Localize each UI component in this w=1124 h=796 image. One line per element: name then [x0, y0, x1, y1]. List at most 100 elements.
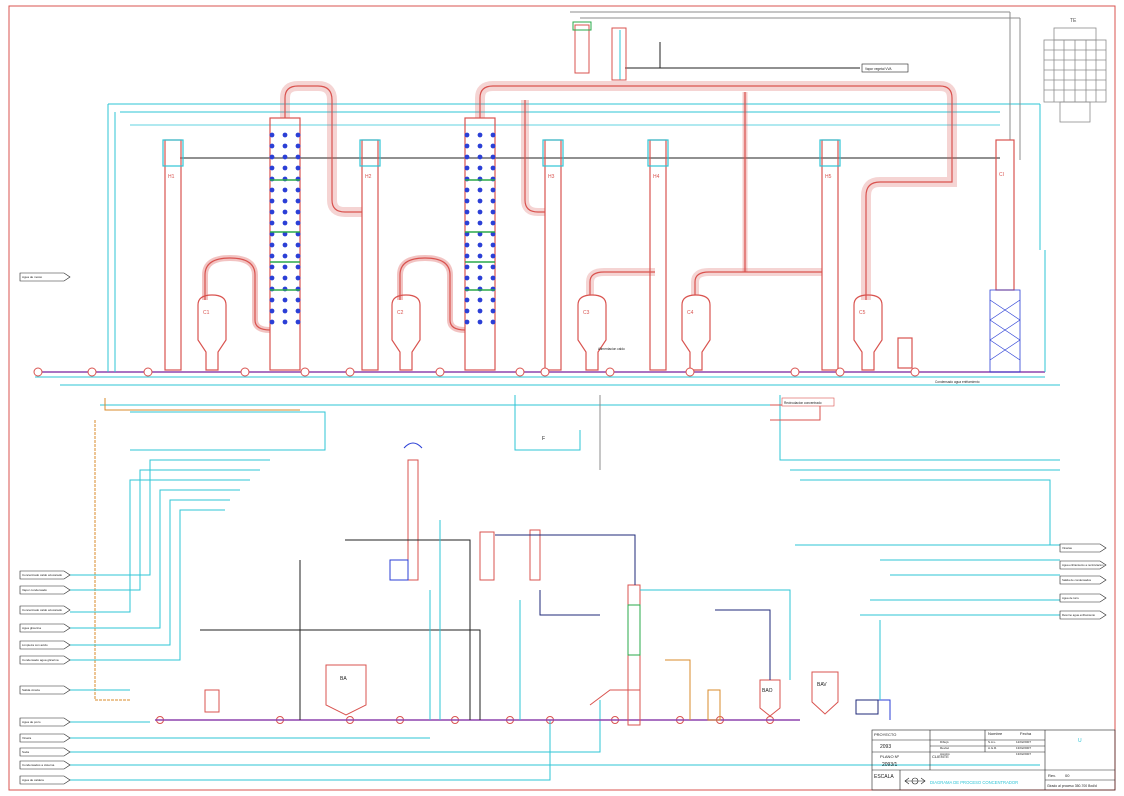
- tray-dot: [295, 143, 301, 149]
- rev-value: 00: [1065, 773, 1070, 778]
- tray-dot: [295, 319, 301, 325]
- misc-labels: Vapor vegetal VVA Recirculacion concentr…: [340, 63, 980, 694]
- tray-dot: [490, 209, 496, 215]
- separator-c1: [197, 294, 227, 371]
- tray-dot: [477, 297, 483, 303]
- vapor-out-label: Vapor vegetal VVA: [865, 67, 892, 71]
- left-stream-text: Vinaza: [22, 736, 31, 740]
- separator-c4: [681, 294, 711, 371]
- tray-dot: [269, 308, 275, 314]
- col1: S.A.L.: [988, 740, 996, 744]
- label-c3: C3: [583, 310, 590, 316]
- tray-dot: [477, 275, 483, 281]
- tray-dot: [269, 319, 275, 325]
- tank-bav: [811, 671, 839, 715]
- tray-dot: [464, 319, 470, 325]
- tray-dot: [464, 308, 470, 314]
- pump-icon: [540, 367, 550, 377]
- left-stream-text: Concentrado caldo azucarado: [22, 608, 62, 612]
- proyecto-value: 2093: [880, 744, 891, 750]
- tray-dot: [282, 275, 288, 281]
- bav-label: BAV: [817, 682, 827, 688]
- tray-dot: [295, 220, 301, 226]
- left-stream-text: Limpieza con acido: [22, 643, 48, 647]
- tray-dot: [269, 143, 275, 149]
- tray-dot: [464, 143, 470, 149]
- plano-value: 2093/1: [882, 762, 898, 768]
- label-h2: H2: [365, 174, 372, 180]
- tray-dot: [464, 253, 470, 259]
- left-stream-label: Salida vinaza: [19, 685, 71, 695]
- left-stream-label: Vinaza: [19, 733, 71, 743]
- tray-dot: [282, 220, 288, 226]
- fecha-3: 13/02/2007: [1016, 752, 1031, 756]
- tray-dot: [295, 209, 301, 215]
- left-stream-label: Condensado agua glicerina: [19, 655, 71, 665]
- left-stream-text: Salida vinaza: [22, 688, 40, 692]
- plano-label: PLANO Nº: [880, 754, 900, 759]
- label-c2: C2: [397, 310, 404, 316]
- left-stream-text: Vapor condensado: [22, 588, 47, 592]
- tank-ba: [325, 664, 367, 716]
- tray-dot: [282, 297, 288, 303]
- equipment-labels: C1 C2 C3 C4 C5 H1 H2 H3 H4 H5 CI: [168, 172, 1004, 316]
- tray-dot: [490, 308, 496, 314]
- tray-dot: [295, 297, 301, 303]
- tray-dot: [295, 264, 301, 270]
- reviso-label: Revisó: [940, 746, 950, 750]
- separator-c2: [391, 294, 421, 371]
- tray-dot: [295, 198, 301, 204]
- tank-bao: [759, 679, 781, 717]
- cooling-tower: [1043, 27, 1107, 123]
- left-stream-label: Soda: [19, 747, 71, 757]
- tray-dot: [269, 242, 275, 248]
- left-stream-text: Condensado agua glicerina: [22, 658, 59, 662]
- left-stream-label: Agua de pozo: [19, 717, 71, 727]
- pump-icon: [300, 367, 310, 377]
- right-stream-text: Salida de condensados: [1062, 578, 1092, 582]
- tray-dot: [477, 264, 483, 270]
- tray-dot: [464, 242, 470, 248]
- left-stream-text: Agua glicerina: [22, 626, 41, 630]
- nombre-label: Nombre: [988, 731, 1003, 736]
- tray-dot: [282, 132, 288, 138]
- pump-icon: [685, 367, 695, 377]
- proyecto-label: PROYECTO: [874, 732, 896, 737]
- tray-dot: [490, 319, 496, 325]
- pump-icon: [143, 367, 153, 377]
- tray-dot: [269, 231, 275, 237]
- tray-dot: [269, 209, 275, 215]
- left-stream-label: Vapor condensado: [19, 585, 71, 595]
- tray-dot: [464, 209, 470, 215]
- tray-dot: [282, 319, 288, 325]
- tray-dot: [490, 242, 496, 248]
- tray-dot: [464, 264, 470, 270]
- left-stream-text: Soda: [22, 750, 29, 754]
- tray-dot: [295, 308, 301, 314]
- right-stream-label: Retorno agua enfriamiento: [1059, 610, 1107, 620]
- title-block-text: PROYECTO 2093 PLANO Nº 2093/1 ESCALA CLI…: [874, 731, 1097, 788]
- pump-icon: [790, 367, 800, 377]
- right-stream-text: Agua enfriamiento a recirculacion: [1062, 563, 1104, 567]
- tray-dot: [464, 297, 470, 303]
- tray-dot: [464, 220, 470, 226]
- left-stream-text: Agua de pozo: [22, 720, 41, 724]
- cond-label: Condensado agua enfriamiento: [935, 380, 980, 384]
- pump-icon: [605, 367, 615, 377]
- tray-dot: [269, 264, 275, 270]
- tray-dot: [282, 187, 288, 193]
- label-h4: H4: [653, 174, 660, 180]
- tray-dot: [477, 154, 483, 160]
- feed-label: Alimentacion caldo: [598, 347, 625, 351]
- tray-dot: [295, 275, 301, 281]
- right-stream-label: Agua enfriamiento a recirculacion: [1059, 560, 1107, 570]
- pump-icon: [835, 367, 845, 377]
- recirc-label: Recirculacion concentrado: [784, 401, 822, 405]
- left-stream-label: Concentrado caldo azucarado: [19, 605, 71, 615]
- tray-dot: [464, 154, 470, 160]
- right-stream-text: Retorno agua enfriamiento: [1062, 613, 1096, 617]
- left-stream-label: Agua glicerina: [19, 623, 71, 633]
- tray-dot: [490, 187, 496, 193]
- tray-dot: [477, 253, 483, 259]
- left-stream-text: Agua de caldera: [22, 778, 44, 782]
